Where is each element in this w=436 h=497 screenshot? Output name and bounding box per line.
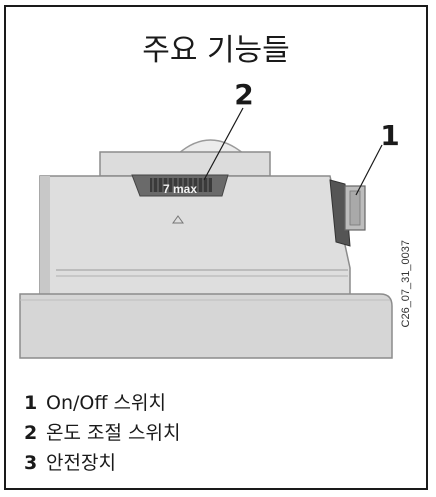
body-left-edge (40, 176, 50, 296)
dial-marker (172, 215, 184, 224)
legend: 1 On/Off 스위치 2 온도 조절 스위치 3 안전장치 (24, 388, 180, 478)
dial-label: 7 max (163, 182, 197, 196)
legend-item: 1 On/Off 스위치 (24, 388, 180, 418)
callout-1: 1 (380, 119, 399, 152)
legend-item: 2 온도 조절 스위치 (24, 418, 180, 448)
callout-2: 2 (234, 78, 253, 111)
legend-number: 1 (24, 392, 38, 414)
figure-code: C26_07_31_0037 (400, 240, 412, 328)
legend-number: 3 (24, 452, 38, 474)
callout-line-1 (355, 144, 383, 196)
legend-item: 3 안전장치 (24, 448, 180, 478)
callout-line-2 (203, 107, 244, 181)
legend-text: 안전장치 (46, 452, 116, 474)
legend-number: 2 (24, 422, 38, 444)
base-plate (19, 293, 393, 359)
dial-ridges (150, 178, 212, 192)
legend-text: On/Off 스위치 (46, 392, 166, 414)
legend-text: 온도 조절 스위치 (46, 422, 181, 444)
top-housing (99, 151, 271, 177)
page-title: 주요 기능들 (142, 33, 290, 68)
